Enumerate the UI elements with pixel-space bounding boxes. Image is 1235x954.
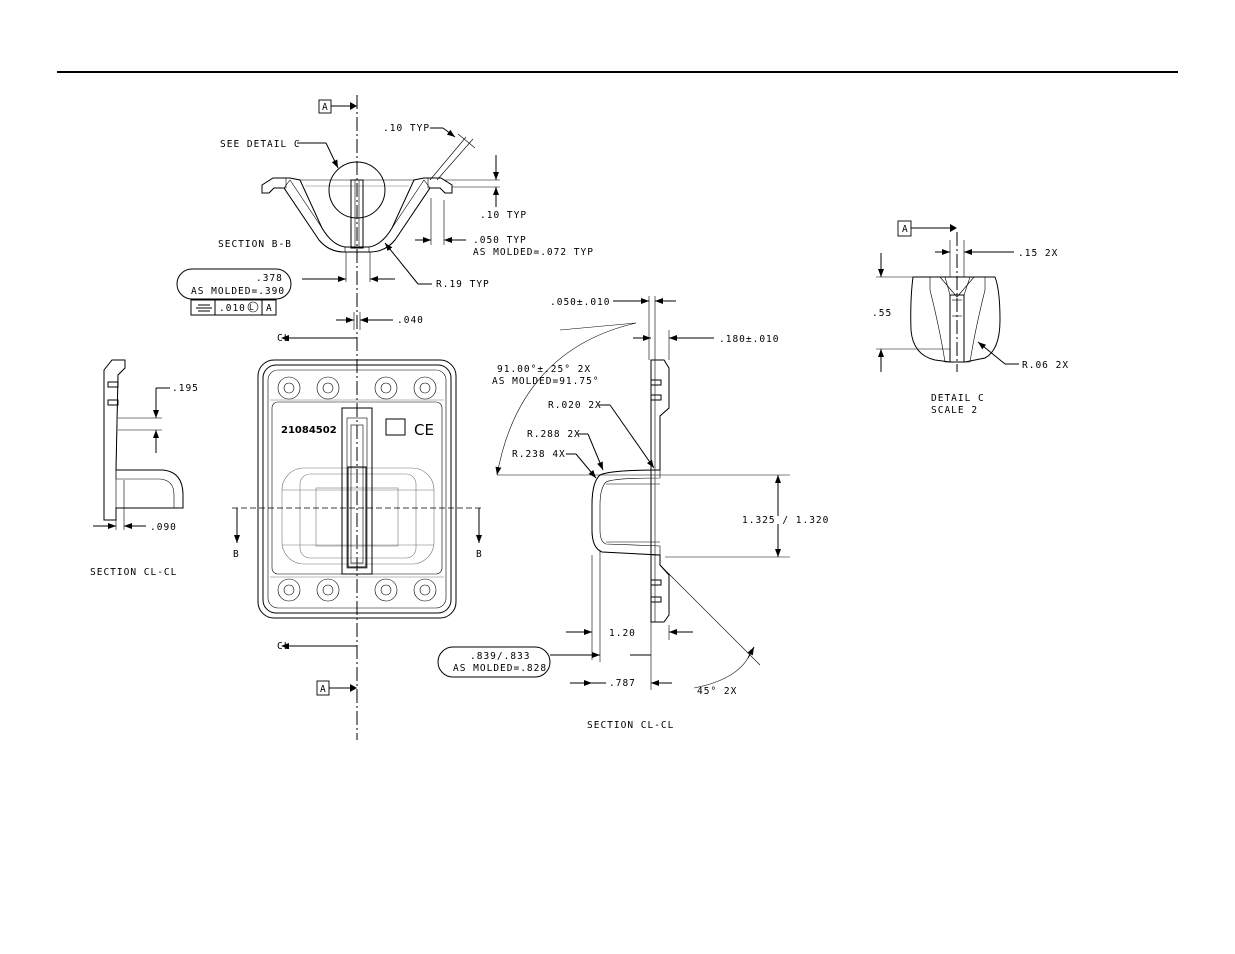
feature-control-frame: .010 L A	[190, 299, 277, 316]
ce-mark: CE	[414, 421, 434, 439]
dim-top-typ: .10 TYP	[383, 123, 430, 134]
detail-dim-radius: R.06 2X	[1022, 360, 1069, 371]
dim-slot: .040	[397, 315, 424, 326]
dim-width-molded: AS MOLDED=.390	[191, 286, 285, 297]
fcf-datum: A	[266, 303, 273, 314]
dim-195: .195	[172, 383, 199, 394]
dim-od-molded: AS MOLDED=.828	[453, 663, 547, 674]
dim-wall-typ: .050 TYP	[473, 235, 527, 246]
plan-view: .040 CL	[232, 312, 484, 696]
dim-depth: 1.20	[609, 628, 636, 639]
dim-r020: R.020 2X	[548, 400, 602, 411]
section-bb-view: A SEE DETAIL C .10 TYP .10 TYP	[176, 95, 594, 740]
dim-flange-tol: .180±.010	[719, 334, 779, 345]
dim-bore: 1.325 / 1.320	[742, 515, 829, 526]
detail-c-view: A .15 2X .55 R.06 2X DETAIL C SCALE 2	[872, 220, 1069, 416]
part-number: 21084502	[281, 425, 337, 436]
datum-a-label-bottom: A	[320, 684, 327, 695]
fcf-modifier: L	[249, 303, 255, 312]
see-detail-c-label: SEE DETAIL C	[220, 139, 301, 150]
section-bb-title: SECTION B-B	[218, 239, 292, 250]
detail-dim-width: .15 2X	[1018, 248, 1058, 259]
section-cl-right-view: .050±.010 .180±.010 91.00°±.25° 2X AS MO…	[437, 296, 829, 731]
dim-090: .090	[150, 522, 177, 533]
detail-c-scale: SCALE 2	[931, 405, 978, 416]
dim-45: 45° 2X	[697, 686, 737, 697]
section-cl-left-view: .195 .090 SECTION CL-CL	[90, 359, 199, 578]
fcf-tolerance: .010	[219, 303, 246, 314]
dim-angle-molded: AS MOLDED=91.75°	[492, 376, 600, 387]
dim-width: .378	[256, 273, 283, 284]
datum-a-label-detail: A	[902, 224, 909, 235]
dim-787: .787	[609, 678, 636, 689]
dim-r238: R.238 4X	[512, 449, 566, 460]
label-box	[385, 418, 406, 436]
dim-angle: 91.00°±.25° 2X	[497, 364, 591, 375]
dim-od: .839/.833	[470, 651, 530, 662]
dim-wall-molded: AS MOLDED=.072 TYP	[473, 247, 594, 258]
detail-c-title: DETAIL C	[931, 393, 985, 404]
section-marker-left: B	[233, 549, 240, 560]
detail-dim-height: .55	[872, 308, 892, 319]
section-cl-left-title: SECTION CL-CL	[90, 567, 177, 578]
dim-r288: R.288 2X	[527, 429, 581, 440]
dim-wall-tol: .050±.010	[550, 297, 610, 308]
dim-side-typ: .10 TYP	[480, 210, 527, 221]
dim-radius-typ: R.19 TYP	[436, 279, 490, 290]
section-marker-right: B	[476, 549, 483, 560]
datum-a-label-top: A	[322, 102, 329, 113]
section-cl-right-title: SECTION CL-CL	[587, 720, 674, 731]
